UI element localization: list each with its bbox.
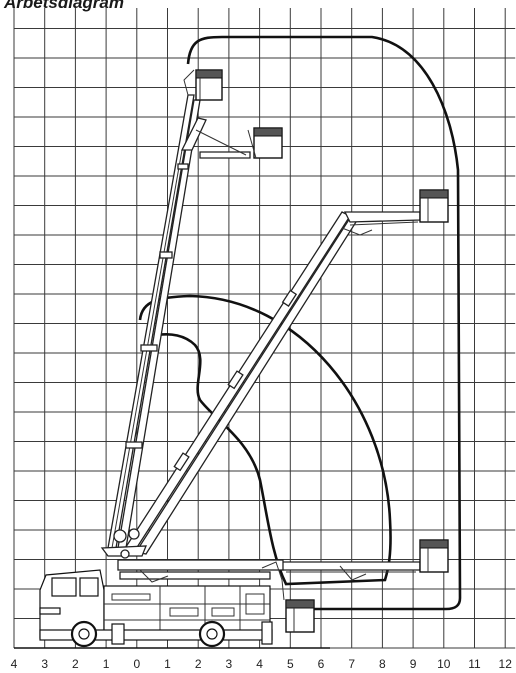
x-tick-label: 7: [348, 657, 355, 671]
x-tick-label: 0: [133, 657, 140, 671]
x-tick-label: 1: [164, 657, 171, 671]
x-tick-label: 11: [468, 657, 481, 671]
x-tick-label: 10: [437, 657, 451, 671]
truck: [39, 569, 273, 648]
basket-top: [195, 69, 223, 101]
basket-low-right: [419, 539, 449, 573]
diagram-title: Arbetsdiagram: [4, 0, 124, 12]
x-tick-label: 9: [410, 657, 417, 671]
x-tick-label: 2: [195, 657, 202, 671]
x-tick-label: 4: [256, 657, 263, 671]
x-tick-label: 6: [318, 657, 325, 671]
outer-working-envelope: [186, 35, 462, 611]
grid: [13, 8, 516, 649]
x-tick-label: 2: [72, 657, 79, 671]
boom-horizontal: [279, 561, 421, 581]
basket-right: [419, 189, 449, 223]
x-tick-label: 8: [379, 657, 386, 671]
x-tick-label: 5: [287, 657, 294, 671]
inner-working-envelope: [138, 294, 392, 586]
boom-upper-arm: [180, 117, 251, 159]
basket-ground: [285, 599, 315, 633]
x-tick-label: 3: [41, 657, 48, 671]
x-tick-label: 4: [11, 657, 18, 671]
x-tick-label: 1: [103, 657, 110, 671]
x-tick-label: 12: [499, 657, 513, 671]
truck-body: [103, 585, 271, 639]
turret: [100, 528, 147, 559]
boom-stowed: [117, 559, 285, 601]
x-tick-label: 3: [226, 657, 233, 671]
basket-upper: [247, 127, 283, 159]
